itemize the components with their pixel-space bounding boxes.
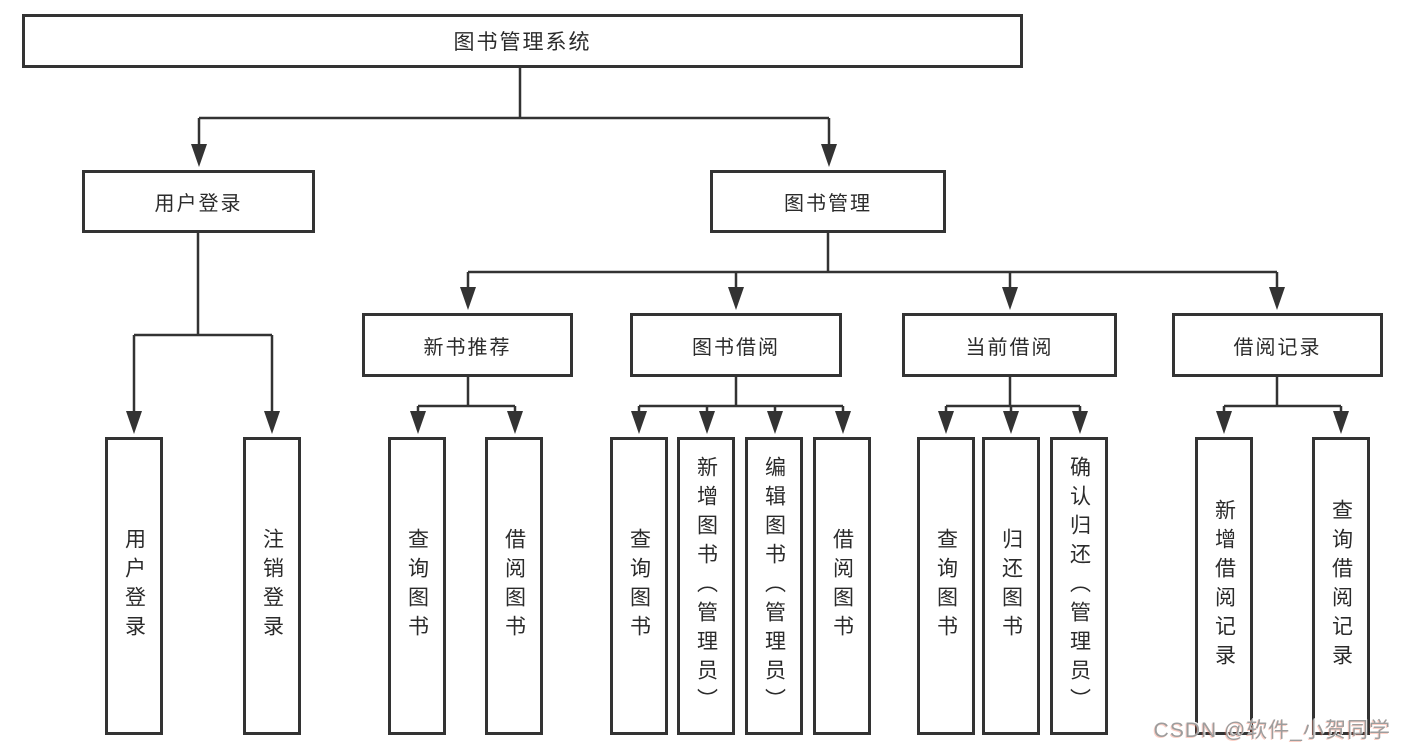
node-book-borrow-label: 图书借阅 xyxy=(692,336,780,359)
arrow-down-icon xyxy=(699,411,715,434)
arrow-down-icon xyxy=(1216,411,1232,434)
arrow-down-icon xyxy=(631,411,647,434)
arrow-down-icon xyxy=(938,411,954,434)
connector-book-borrow-split xyxy=(637,377,845,413)
connector-book-mgmt-split xyxy=(466,233,1279,289)
connector-current-borrow-split xyxy=(944,377,1082,413)
node-leaf-return-books: 归还图书 xyxy=(982,437,1040,735)
node-book-management: 图书管理 xyxy=(710,170,946,233)
arrow-down-icon xyxy=(1072,411,1088,434)
arrow-down-icon xyxy=(410,411,426,434)
arrow-down-icon xyxy=(460,287,476,310)
connector-user-login-split xyxy=(132,233,274,413)
node-leaf-query-books-3-label: 查询图书 xyxy=(934,528,958,644)
node-leaf-add-borrow-record: 新增借阅记录 xyxy=(1195,437,1253,735)
node-root: 图书管理系统 xyxy=(22,14,1023,68)
node-leaf-edit-books-admin-label: 编辑图书（管理员） xyxy=(762,455,786,717)
node-leaf-query-books-2-label: 查询图书 xyxy=(627,528,651,644)
node-current-borrow: 当前借阅 xyxy=(902,313,1117,377)
node-new-book-recommend: 新书推荐 xyxy=(362,313,573,377)
arrow-down-icon xyxy=(1333,411,1349,434)
node-leaf-query-books-1-label: 查询图书 xyxy=(405,528,429,644)
node-leaf-add-borrow-record-label: 新增借阅记录 xyxy=(1212,499,1236,673)
node-borrow-records: 借阅记录 xyxy=(1172,313,1383,377)
node-borrow-records-label: 借阅记录 xyxy=(1233,336,1322,359)
node-book-management-label: 图书管理 xyxy=(784,193,872,215)
node-leaf-query-borrow-record: 查询借阅记录 xyxy=(1312,437,1370,735)
node-leaf-query-borrow-record-label: 查询借阅记录 xyxy=(1329,499,1353,673)
node-leaf-borrow-books-1-label: 借阅图书 xyxy=(502,528,526,644)
node-user-login-label: 用户登录 xyxy=(154,193,243,215)
arrow-down-icon xyxy=(507,411,523,434)
node-leaf-user-login-label: 用户登录 xyxy=(122,528,146,644)
node-leaf-return-books-label: 归还图书 xyxy=(999,528,1023,644)
node-leaf-user-login: 用户登录 xyxy=(105,437,163,735)
node-leaf-edit-books-admin: 编辑图书（管理员） xyxy=(745,437,803,735)
node-leaf-borrow-books-2: 借阅图书 xyxy=(813,437,871,735)
node-leaf-borrow-books-2-label: 借阅图书 xyxy=(830,528,854,644)
node-leaf-query-books-1: 查询图书 xyxy=(388,437,446,735)
node-leaf-confirm-return-admin: 确认归还（管理员） xyxy=(1050,437,1108,735)
arrow-down-icon xyxy=(728,287,744,310)
node-leaf-borrow-books-1: 借阅图书 xyxy=(485,437,543,735)
connector-new-book-split xyxy=(416,377,517,413)
arrow-down-icon xyxy=(264,411,280,434)
node-leaf-add-books-admin-label: 新增图书（管理员） xyxy=(694,455,718,717)
node-leaf-add-books-admin: 新增图书（管理员） xyxy=(677,437,735,735)
node-new-book-recommend-label: 新书推荐 xyxy=(423,336,512,359)
arrow-down-icon xyxy=(1002,287,1018,310)
csdn-watermark: CSDN @软件_小贺同学 xyxy=(1153,719,1391,742)
arrow-down-icon xyxy=(191,144,207,167)
connector-borrow-records-split xyxy=(1222,377,1343,413)
connector-lines xyxy=(132,68,1343,413)
node-book-borrow: 图书借阅 xyxy=(630,313,842,377)
node-leaf-logout-label: 注销登录 xyxy=(260,528,284,644)
arrow-down-icon xyxy=(821,144,837,167)
node-leaf-query-books-2: 查询图书 xyxy=(610,437,668,735)
node-root-label: 图书管理系统 xyxy=(453,31,592,54)
node-current-borrow-label: 当前借阅 xyxy=(965,336,1054,359)
arrow-down-icon xyxy=(126,411,142,434)
arrow-down-icon xyxy=(835,411,851,434)
arrow-down-icon xyxy=(767,411,783,434)
node-leaf-query-books-3: 查询图书 xyxy=(917,437,975,735)
node-leaf-logout: 注销登录 xyxy=(243,437,301,735)
arrowheads xyxy=(126,144,1349,434)
node-user-login: 用户登录 xyxy=(82,170,315,233)
arrow-down-icon xyxy=(1003,411,1019,434)
connector-root-split xyxy=(197,68,831,146)
node-leaf-confirm-return-admin-label: 确认归还（管理员） xyxy=(1067,455,1091,717)
arrow-down-icon xyxy=(1269,287,1285,310)
